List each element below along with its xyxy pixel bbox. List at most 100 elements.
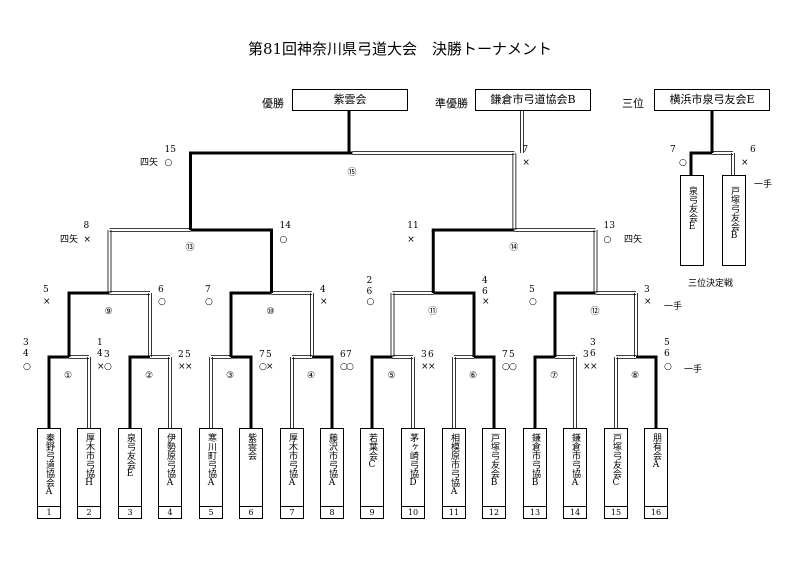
result-mark: × [43,297,51,307]
third-place-team-name: 戸塚弓友会B [729,186,739,241]
match-number: ⑤ [387,371,396,381]
result-mark: ○ [158,297,166,307]
score: 6 [158,285,164,295]
team-name: 紫雲会 [246,433,256,460]
third-place-label: 三位決定戦 [688,279,734,289]
score: 5 [266,350,272,360]
score: 2 6 [366,276,373,297]
team-box: 伊勢原弓協A 4 [158,428,182,519]
third-box: 横浜市泉弓友会E [654,89,770,111]
score: 7 [259,350,265,360]
team-name: 泉弓友会E [125,433,135,479]
team-box: 相模原市弓協A 11 [442,428,466,519]
team-name: 厚木市弓協A [287,433,297,488]
score: 3 [644,285,650,295]
score: 5 [529,285,535,295]
score: 7 [346,350,352,360]
result-mark: ○ [23,362,31,372]
match-number: ⑫ [590,307,600,317]
team-name: 相模原市弓協A [449,433,459,497]
result-mark: ○ [279,235,288,245]
result-mark: ○ [529,297,537,307]
team-name: 鎌倉市弓協B [530,433,540,488]
team-number: 1 [38,506,60,518]
team-number: 15 [605,506,627,518]
team-number: 16 [645,506,667,518]
runner-up-box: 鎌倉市弓道協会B [475,89,591,111]
team-number: 12 [483,506,505,518]
result-mark: × [644,297,652,307]
match-number: ⑩ [266,307,275,317]
score: 13 [603,221,615,231]
result-mark: × [97,362,105,372]
result-mark: × [428,362,436,372]
team-number: 8 [321,506,343,518]
team-name: 厚木市弓協H [84,433,94,488]
shoot-off-label: 四矢 [624,235,643,245]
team-number: 14 [564,506,586,518]
team-name: 若葉会C [367,433,377,470]
result-mark: × [590,362,598,372]
match-number: ⑥ [469,371,478,381]
match-number: ⑪ [428,307,438,317]
result-mark: × [407,235,415,245]
team-box: 藤沢市弓協A 8 [320,428,344,519]
result-mark: × [421,362,429,372]
score: 4 [97,349,103,359]
team-box: 茅ヶ崎弓協D 10 [401,428,425,519]
team-name: 朋有会A [651,433,661,470]
score: 4 [23,349,29,359]
team-name: 藤沢市弓協A [327,433,337,488]
score: 15 [164,145,176,155]
team-number: 4 [159,506,181,518]
team-number: 11 [443,506,465,518]
result-mark: ○ [205,297,213,307]
third-label: 三位 [622,97,644,110]
match-number: ⑦ [550,371,559,381]
score: 6 [340,350,346,360]
score: 2 [178,350,184,360]
team-name: 茅ヶ崎弓協D [408,433,418,488]
result-mark: × [482,297,490,307]
runner-up-label: 準優勝 [435,97,468,110]
team-name: 寒川町弓協A [206,433,216,488]
result-mark: ○ [679,158,687,168]
result-mark: ○ [603,235,612,245]
page-title: 第81回神奈川県弓道大会 決勝トーナメント [247,40,553,58]
winner-box: 紫雲会 [292,89,408,111]
score: 3 [104,350,110,360]
team-name: 伊勢原弓協A [165,433,175,488]
result-mark: × [266,362,274,372]
match-number: ① [64,371,73,381]
score: 11 [407,221,419,231]
score: 6 [428,350,434,360]
team-number: 2 [78,506,100,518]
result-mark: ○ [509,362,517,372]
result-mark: ○ [259,362,267,372]
team-number: 6 [240,506,262,518]
result-mark: ○ [340,362,348,372]
result-mark: × [522,158,530,168]
match-number: ⑧ [631,371,640,381]
score: 3 [590,338,596,348]
match-number: ⑮ [347,168,357,178]
team-number: 13 [524,506,546,518]
match-number: ⑬ [185,243,195,253]
team-box: 紫雲会 6 [239,428,263,519]
team-name: 鎌倉市弓協A [570,433,580,488]
match-number: ④ [307,371,316,381]
score: 1 [97,338,103,348]
score: 6 [750,145,756,155]
score: 3 [23,338,29,348]
result-mark: × [83,235,92,245]
team-box: 朋有会A 16 [644,428,668,519]
result-mark: ○ [366,297,375,307]
score: 8 [83,221,90,231]
score: 7 [670,145,676,155]
team-number: 10 [402,506,424,518]
